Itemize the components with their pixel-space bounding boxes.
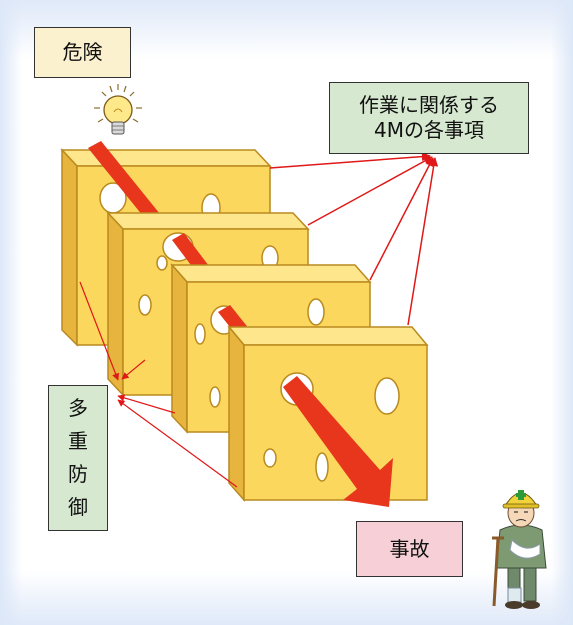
left-edge-shade	[0, 0, 22, 625]
lightbulb-icon	[94, 84, 142, 135]
multi-layer-defense-char: 防	[68, 462, 88, 486]
injured-worker-icon	[492, 490, 547, 609]
multi-layer-defense-char: 重	[68, 429, 88, 453]
connector-lines-defense	[79, 281, 238, 488]
4m-items-line1: 作業に関係する	[359, 93, 499, 117]
4m-items-label: 作業に関係する 4Mの各事項	[329, 82, 529, 154]
4m-items-line2: 4Mの各事項	[374, 118, 484, 142]
hazard-arrow	[283, 376, 393, 507]
accident-label: 事故	[356, 521, 463, 577]
multi-layer-defense-char: 御	[68, 495, 88, 519]
cheese-slice-4	[227, 324, 429, 507]
multi-layer-defense-char: 多	[68, 396, 88, 420]
right-edge-shade	[551, 0, 573, 625]
connector-lines-4m	[269, 152, 439, 326]
danger-label: 危険	[34, 27, 131, 78]
multi-layer-defense-label: 多 重 防 御	[48, 385, 108, 531]
